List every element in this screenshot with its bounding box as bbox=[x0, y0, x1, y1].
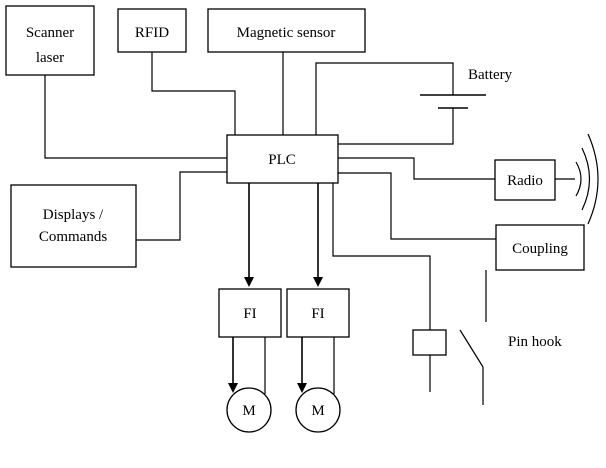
wire-displays-plc bbox=[136, 171, 227, 241]
coupling-block: Coupling bbox=[495, 224, 585, 271]
scanner-laser-block: Scanner laser bbox=[5, 5, 95, 76]
pin-hook-switch bbox=[459, 270, 487, 405]
plc-block: PLC bbox=[226, 134, 339, 184]
wires bbox=[44, 52, 575, 394]
motor-left: M bbox=[226, 387, 272, 433]
wire-plc-pinhook bbox=[332, 183, 431, 330]
wire-rfid-plc bbox=[151, 52, 236, 135]
rfid-label: RFID bbox=[135, 25, 169, 41]
pin-hook-coil bbox=[412, 329, 447, 356]
radio-label: Radio bbox=[507, 173, 543, 189]
battery-symbol bbox=[420, 94, 486, 109]
motor-left-label: M bbox=[242, 403, 255, 419]
wire-plc-coupling bbox=[338, 172, 496, 240]
wire-battery-top bbox=[315, 62, 454, 135]
displays-commands-label-line2: Commands bbox=[39, 229, 107, 245]
pin-hook-label: Pin hook bbox=[508, 334, 562, 350]
battery-label: Battery bbox=[468, 67, 513, 83]
motor-right: M bbox=[295, 387, 341, 433]
fi-right-label: FI bbox=[311, 306, 324, 322]
fi-right-block: FI bbox=[286, 288, 350, 338]
wire-scanner-plc bbox=[44, 75, 227, 159]
magnetic-sensor-block: Magnetic sensor bbox=[207, 8, 366, 53]
coupling-label: Coupling bbox=[512, 241, 568, 257]
motor-right-label: M bbox=[311, 403, 324, 419]
displays-commands-block: Displays / Commands bbox=[10, 184, 137, 268]
antenna-icon bbox=[575, 133, 599, 225]
displays-commands-label-line1: Displays / bbox=[43, 207, 104, 223]
fi-left-block: FI bbox=[218, 288, 282, 338]
wire-battery-bottom bbox=[338, 108, 454, 145]
magnetic-sensor-label: Magnetic sensor bbox=[237, 25, 336, 41]
scanner-laser-label-line2: laser bbox=[36, 50, 64, 66]
fi-left-label: FI bbox=[243, 306, 256, 322]
wire-plc-radio bbox=[338, 157, 495, 180]
scanner-laser-label-line1: Scanner bbox=[26, 25, 74, 41]
plc-label: PLC bbox=[268, 152, 296, 168]
radio-block: Radio bbox=[494, 159, 556, 201]
rfid-block: RFID bbox=[117, 8, 187, 53]
